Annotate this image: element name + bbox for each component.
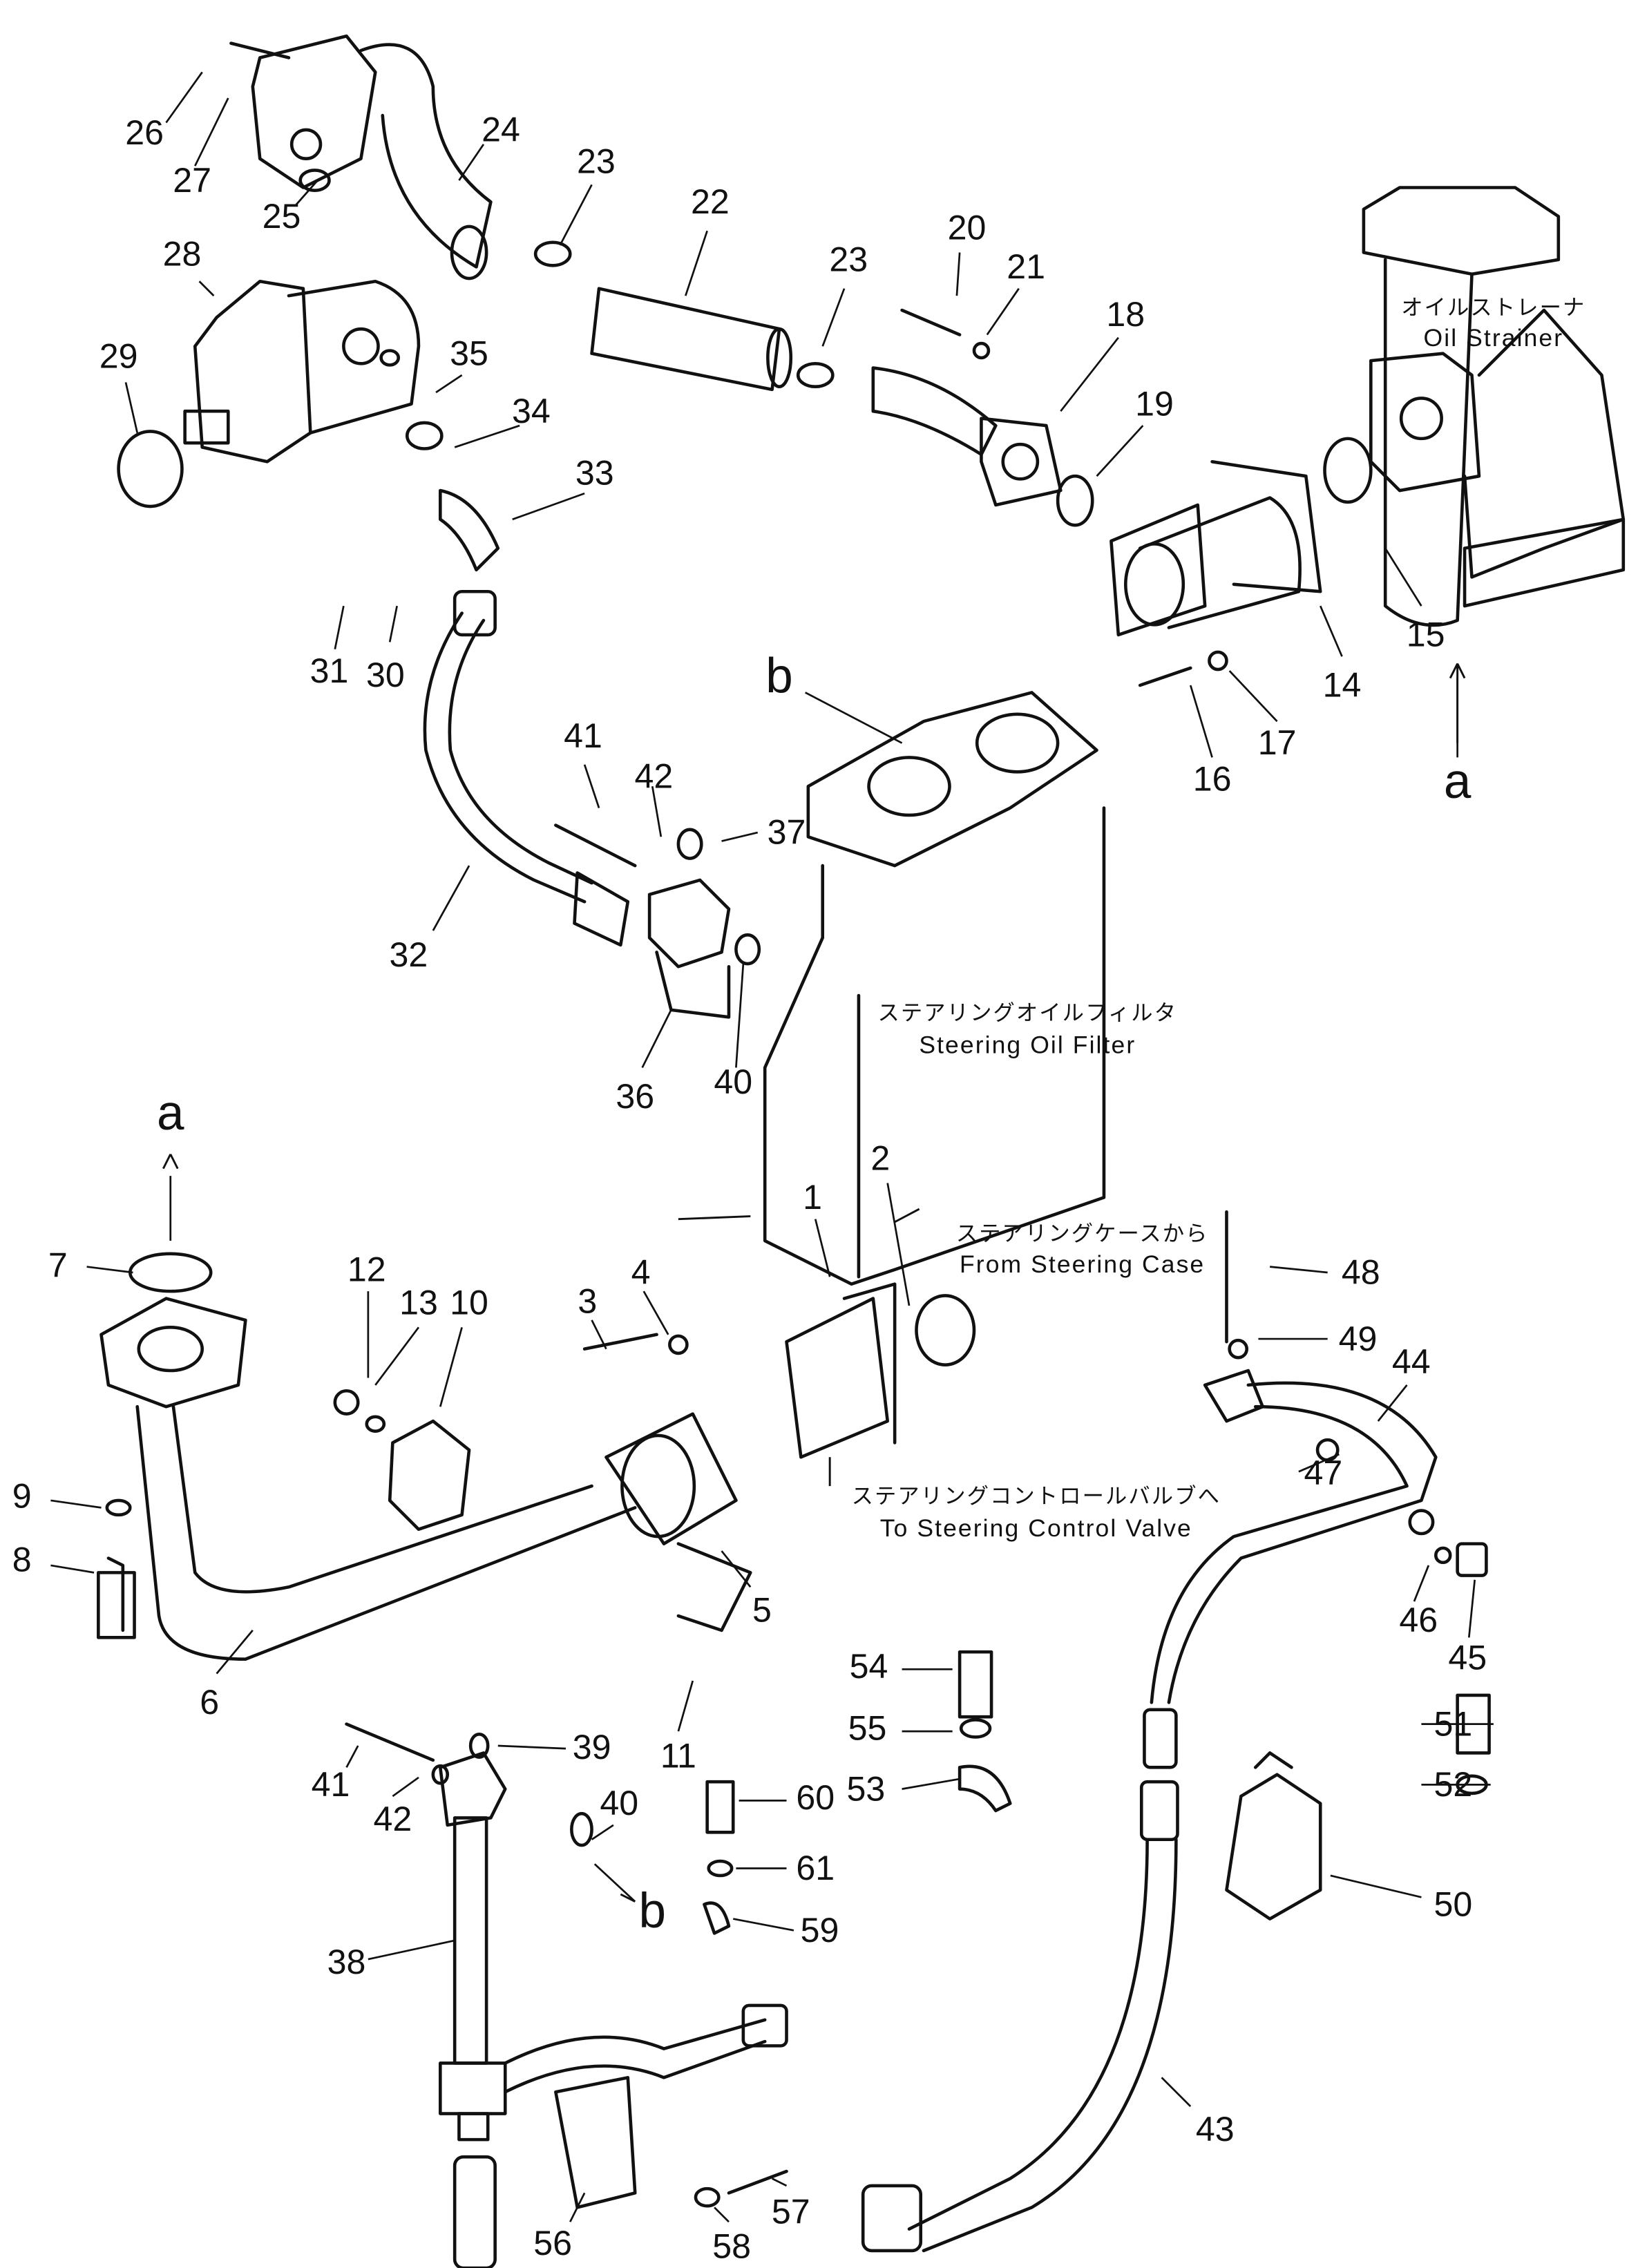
oil-strainer-label-en: Oil Strainer bbox=[1424, 324, 1564, 352]
callout-part-33: 33 bbox=[575, 454, 614, 493]
callout-part-13: 13 bbox=[399, 1284, 438, 1322]
callout-part-8: 8 bbox=[12, 1540, 32, 1579]
callout-part-20: 20 bbox=[948, 209, 987, 247]
adapter-36 bbox=[554, 823, 761, 1019]
to-steering-control-valve-label-ja: ステアリングコントロールバルブへ bbox=[852, 1484, 1221, 1508]
pipe-14 bbox=[1110, 437, 1373, 687]
leader-lines bbox=[50, 71, 1494, 2223]
callout-part-10: 10 bbox=[450, 1284, 488, 1322]
callout-part-31: 31 bbox=[310, 651, 349, 690]
callout-part-7: 7 bbox=[48, 1246, 68, 1284]
connection-marker-a: a bbox=[157, 1086, 184, 1141]
callout-part-45: 45 bbox=[1448, 1638, 1487, 1677]
callout-part-15: 15 bbox=[1407, 616, 1445, 654]
callout-part-35: 35 bbox=[450, 334, 488, 372]
callout-part-53: 53 bbox=[846, 1769, 885, 1808]
callout-part-56: 56 bbox=[533, 2224, 572, 2262]
oil-strainer-15 bbox=[1362, 186, 1626, 627]
pipe-5 bbox=[333, 1282, 976, 1632]
callout-part-6: 6 bbox=[200, 1683, 219, 1722]
callout-part-51: 51 bbox=[1434, 1704, 1472, 1743]
from-steering-case-label-ja: ステアリングケースから bbox=[956, 1221, 1209, 1246]
callout-part-41: 41 bbox=[312, 1765, 350, 1804]
callout-part-25: 25 bbox=[263, 197, 301, 236]
callout-part-61: 61 bbox=[796, 1849, 835, 1887]
callout-part-48: 48 bbox=[1342, 1253, 1380, 1292]
callout-part-38: 38 bbox=[327, 1943, 366, 1981]
callout-part-2: 2 bbox=[870, 1139, 890, 1178]
from-steering-case-label-en: From Steering Case bbox=[960, 1250, 1205, 1278]
callout-part-40: 40 bbox=[714, 1062, 752, 1101]
pipe-6 bbox=[97, 1252, 637, 1661]
callout-part-43: 43 bbox=[1196, 2110, 1235, 2148]
callout-part-23: 23 bbox=[577, 142, 616, 181]
callout-part-5: 5 bbox=[752, 1590, 772, 1629]
callout-part-37: 37 bbox=[768, 813, 806, 852]
connection-marker-a: a bbox=[1444, 754, 1472, 809]
callout-part-47: 47 bbox=[1304, 1454, 1343, 1492]
callout-part-17: 17 bbox=[1258, 723, 1297, 762]
steering-oil-filter-label-en: Steering Oil Filter bbox=[919, 1031, 1136, 1059]
callout-part-16: 16 bbox=[1193, 759, 1232, 798]
to-steering-control-valve-label-en: To Steering Control Valve bbox=[880, 1514, 1192, 1542]
callout-part-1: 1 bbox=[803, 1178, 822, 1217]
pump-28 bbox=[117, 169, 421, 508]
callout-part-14: 14 bbox=[1323, 666, 1362, 705]
callout-part-32: 32 bbox=[389, 935, 428, 974]
hose-32 bbox=[379, 349, 630, 947]
callout-part-30: 30 bbox=[366, 656, 405, 694]
callout-part-44: 44 bbox=[1392, 1342, 1431, 1381]
callout-part-27: 27 bbox=[173, 161, 211, 200]
callout-part-41: 41 bbox=[564, 716, 602, 755]
hose-43 bbox=[861, 1708, 1179, 2253]
hose-24 bbox=[229, 34, 493, 280]
callout-part-26: 26 bbox=[125, 113, 164, 152]
callout-part-52: 52 bbox=[1434, 1765, 1472, 1804]
callout-part-29: 29 bbox=[99, 337, 138, 376]
callout-part-4: 4 bbox=[631, 1253, 651, 1292]
callout-part-24: 24 bbox=[482, 111, 520, 149]
callout-part-19: 19 bbox=[1135, 384, 1174, 423]
callout-part-54: 54 bbox=[850, 1647, 888, 1686]
pipe-38 bbox=[345, 1722, 788, 2268]
clamps-53-59 bbox=[703, 1650, 1012, 1935]
part-drawings bbox=[97, 34, 1626, 2268]
callout-part-49: 49 bbox=[1339, 1319, 1378, 1358]
callout-part-42: 42 bbox=[635, 756, 674, 795]
callout-part-21: 21 bbox=[1007, 247, 1045, 286]
connection-marker-b: b bbox=[765, 649, 793, 703]
callout-part-3: 3 bbox=[578, 1281, 597, 1320]
flow-notes: オイルストレーナ Oil Strainer ステアリングオイルフィルタ Stee… bbox=[852, 295, 1585, 1542]
pipe-44 bbox=[1150, 1210, 1488, 1704]
callout-part-42: 42 bbox=[373, 1800, 412, 1838]
callout-part-34: 34 bbox=[512, 392, 551, 430]
callout-part-58: 58 bbox=[712, 2227, 751, 2265]
callout-part-46: 46 bbox=[1399, 1601, 1438, 1639]
oil-strainer-label-ja: オイルストレーナ bbox=[1401, 295, 1585, 319]
callout-part-18: 18 bbox=[1106, 295, 1145, 334]
callout-part-55: 55 bbox=[848, 1709, 887, 1748]
connection-marker-b: b bbox=[639, 1884, 667, 1938]
hose-22 bbox=[533, 240, 835, 392]
callout-part-9: 9 bbox=[12, 1476, 32, 1515]
steering-oil-filter bbox=[763, 691, 1106, 1286]
callout-part-57: 57 bbox=[772, 2192, 810, 2231]
callout-part-59: 59 bbox=[801, 1911, 839, 1950]
callout-part-23: 23 bbox=[829, 240, 868, 279]
callout-part-22: 22 bbox=[691, 182, 730, 221]
callout-part-12: 12 bbox=[347, 1250, 386, 1289]
callout-part-60: 60 bbox=[796, 1778, 835, 1817]
callout-part-11: 11 bbox=[660, 1736, 696, 1775]
callout-part-39: 39 bbox=[573, 1728, 611, 1766]
callout-part-28: 28 bbox=[163, 234, 202, 273]
steering-oil-filter-label-ja: ステアリングオイルフィルタ bbox=[877, 1001, 1177, 1025]
callout-part-36: 36 bbox=[616, 1077, 654, 1116]
pipe-18 bbox=[871, 308, 1094, 527]
callout-part-40: 40 bbox=[600, 1784, 638, 1822]
callout-part-50: 50 bbox=[1434, 1885, 1472, 1923]
